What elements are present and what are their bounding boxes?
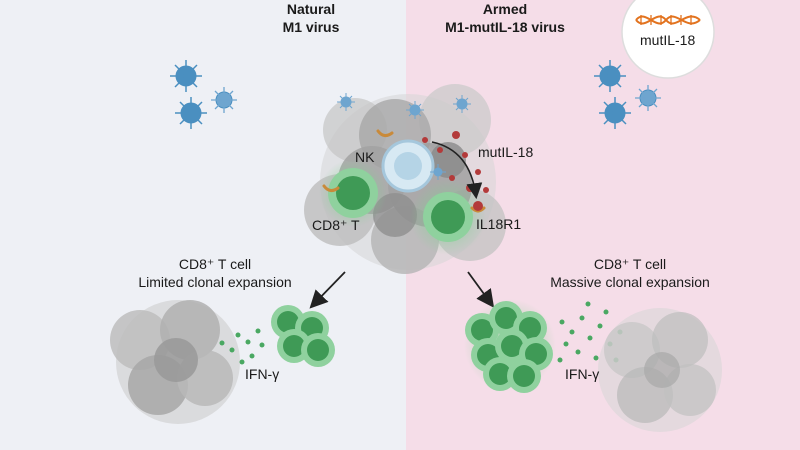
- right-caption: CD8⁺ T cell Massive clonal expansion: [530, 255, 730, 291]
- left-caption-line1: CD8⁺ T cell: [178, 256, 252, 272]
- right-title-line1: Armed: [482, 1, 528, 17]
- right-caption-line1: CD8⁺ T cell: [593, 256, 667, 272]
- left-tumor-mass: [110, 300, 240, 424]
- left-title: Natural M1 virus: [256, 0, 366, 36]
- cd8-t-cell-left: [319, 159, 387, 227]
- left-ifn-label: IFN-γ: [245, 366, 280, 382]
- right-caption-line2: Massive clonal expansion: [550, 274, 710, 290]
- nk-cell: [381, 139, 435, 193]
- mutil18-label: mutIL-18: [478, 144, 534, 160]
- cd8-label: CD8⁺ T: [312, 217, 360, 233]
- mutil18-gene-badge: [621, 0, 715, 79]
- right-tumor-mass: [598, 308, 722, 432]
- gene-badge-label: mutIL-18: [640, 32, 696, 48]
- left-ifn-dots: [219, 328, 265, 365]
- left-title-line2: M1 virus: [282, 19, 340, 35]
- right-t-cell-cluster: [464, 299, 556, 393]
- small-virus-group: [337, 93, 471, 180]
- natural-virus-cluster: [170, 60, 237, 129]
- left-t-cell-cluster: [271, 305, 335, 367]
- nk-label: NK: [355, 149, 375, 165]
- right-down-arrow: [467, 271, 495, 308]
- il18r1-label: IL18R1: [476, 216, 522, 232]
- right-title: Armed M1-mutIL-18 virus: [420, 0, 590, 36]
- secretion-arrow: [431, 141, 483, 200]
- il18-bound-dot: [473, 201, 483, 211]
- dna-icon: [635, 15, 701, 25]
- right-title-line2: M1-mutIL-18 virus: [445, 19, 565, 35]
- left-caption-line2: Limited clonal expansion: [138, 274, 292, 290]
- right-ifn-label: IFN-γ: [565, 366, 600, 382]
- left-caption: CD8⁺ T cell Limited clonal expansion: [120, 255, 310, 291]
- armed-virus-cluster: [594, 60, 661, 129]
- left-title-line1: Natural: [286, 1, 336, 17]
- left-down-arrow: [309, 271, 346, 309]
